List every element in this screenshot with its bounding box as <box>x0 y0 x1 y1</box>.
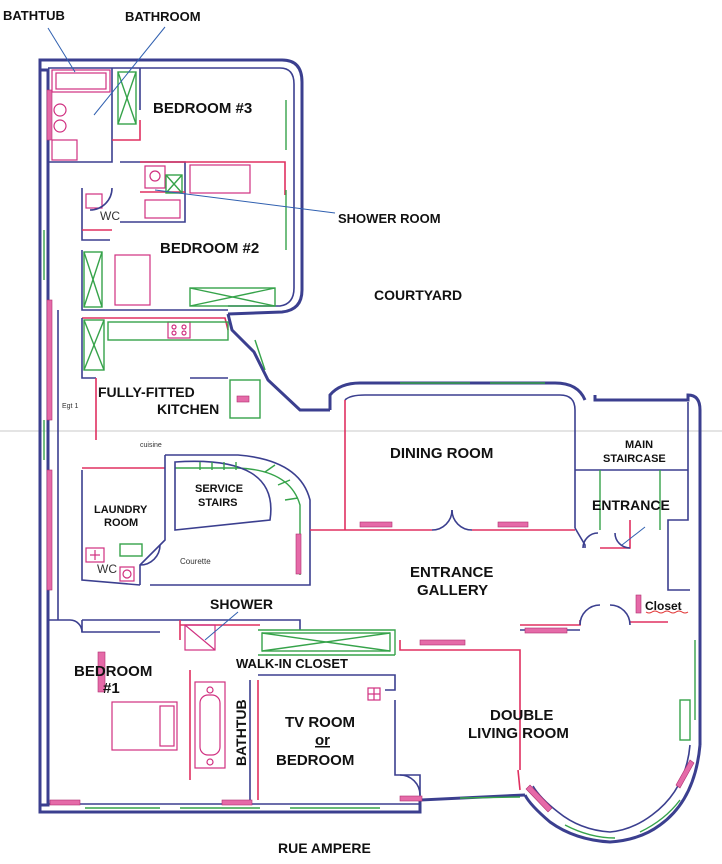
label-bedroom-3: BEDROOM #3 <box>153 100 252 117</box>
label-laundry-1: LAUNDRY <box>94 504 148 516</box>
exterior-walls <box>38 58 702 844</box>
label-tv-room-3: BEDROOM <box>276 752 354 769</box>
label-bathtub-bottom: BATHTUB <box>233 699 249 766</box>
label-dining-room: DINING ROOM <box>390 445 493 462</box>
label-main-staircase-1: MAIN <box>625 439 653 451</box>
label-bathtub-top: BATHTUB <box>3 8 65 23</box>
label-courtyard: COURTYARD <box>374 287 462 303</box>
bathtub-bottom-fixture <box>194 681 226 769</box>
label-bathroom: BATHROOM <box>125 9 201 24</box>
label-kitchen-line1: FULLY-FITTED <box>98 384 195 400</box>
windows <box>43 100 696 839</box>
bathtub-top-fixture <box>51 69 111 93</box>
label-entrance: ENTRANCE <box>592 497 670 513</box>
fixtures <box>51 69 661 796</box>
label-bedroom-1-line1: BEDROOM <box>74 663 152 680</box>
label-closet: Closet <box>645 599 682 613</box>
label-courette: Courette <box>180 557 211 566</box>
label-tv-room-1: TV ROOM <box>285 714 355 731</box>
interior-walls <box>48 68 688 800</box>
label-main-staircase-2: STAIRCASE <box>603 453 666 465</box>
service-stair-steps <box>199 462 299 501</box>
label-kitchen-line2: KITCHEN <box>157 401 219 417</box>
leader-lines <box>47 26 646 641</box>
label-wc-bottom: WC <box>97 562 117 576</box>
label-double-living-2: LIVING ROOM <box>468 725 569 742</box>
room-labels: BATHTUB BATHROOM BEDROOM #3 SHOWER ROOM … <box>3 8 689 856</box>
label-walk-in-closet: WALK-IN CLOSET <box>236 656 348 671</box>
label-tv-room-2: or <box>315 732 330 749</box>
label-cuisine: cuisine <box>140 442 162 449</box>
label-bedroom-1-line2: #1 <box>103 680 120 697</box>
label-egt: Egt 1 <box>62 403 78 410</box>
label-bedroom-2: BEDROOM #2 <box>160 240 259 257</box>
label-double-living-1: DOUBLE <box>490 707 553 724</box>
label-shower: SHOWER <box>210 596 273 612</box>
label-entrance-gallery-2: GALLERY <box>417 582 488 599</box>
spell-underline <box>645 610 689 614</box>
label-service-stairs-2: STAIRS <box>198 497 238 509</box>
label-wc-top: WC <box>100 209 120 223</box>
label-service-stairs-1: SERVICE <box>195 483 243 495</box>
radiators <box>46 89 695 813</box>
label-laundry-2: ROOM <box>104 517 138 529</box>
label-entrance-gallery-1: ENTRANCE <box>410 564 493 581</box>
label-shower-room: SHOWER ROOM <box>338 211 441 226</box>
label-street: RUE AMPERE <box>278 840 371 856</box>
